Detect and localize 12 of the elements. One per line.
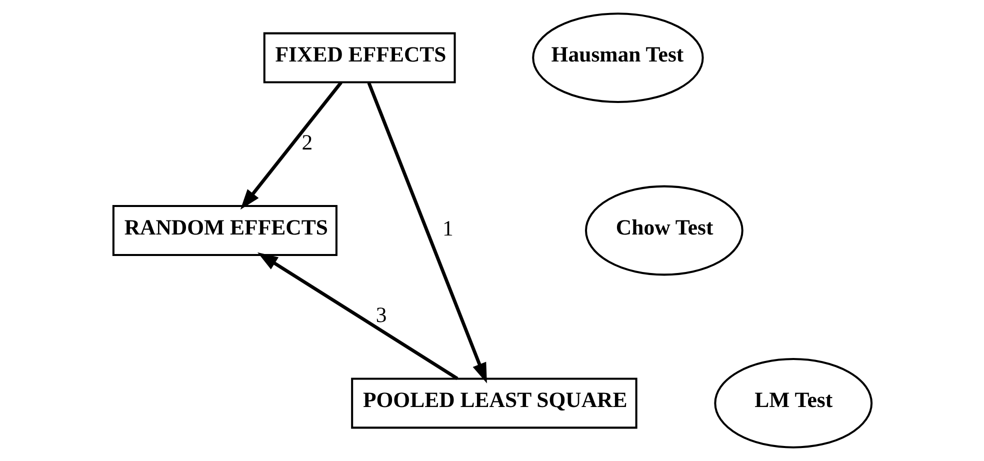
node-ellipse: Chow Test xyxy=(584,185,743,276)
arrow xyxy=(256,252,458,380)
edge-label: 2 xyxy=(301,130,312,154)
node-box: RANDOM EFFECTS xyxy=(112,205,337,256)
arrow xyxy=(366,82,486,384)
edge-label: 1 xyxy=(442,216,453,241)
node-ellipse: Hausman Test xyxy=(532,12,704,104)
arrow xyxy=(240,81,342,210)
edge-label: 3 xyxy=(375,303,386,328)
node-box: FIXED EFFECTS xyxy=(262,32,456,84)
node-ellipse: LM Test xyxy=(714,358,872,448)
node-box: POOLED LEAST SQUARE xyxy=(350,378,637,429)
